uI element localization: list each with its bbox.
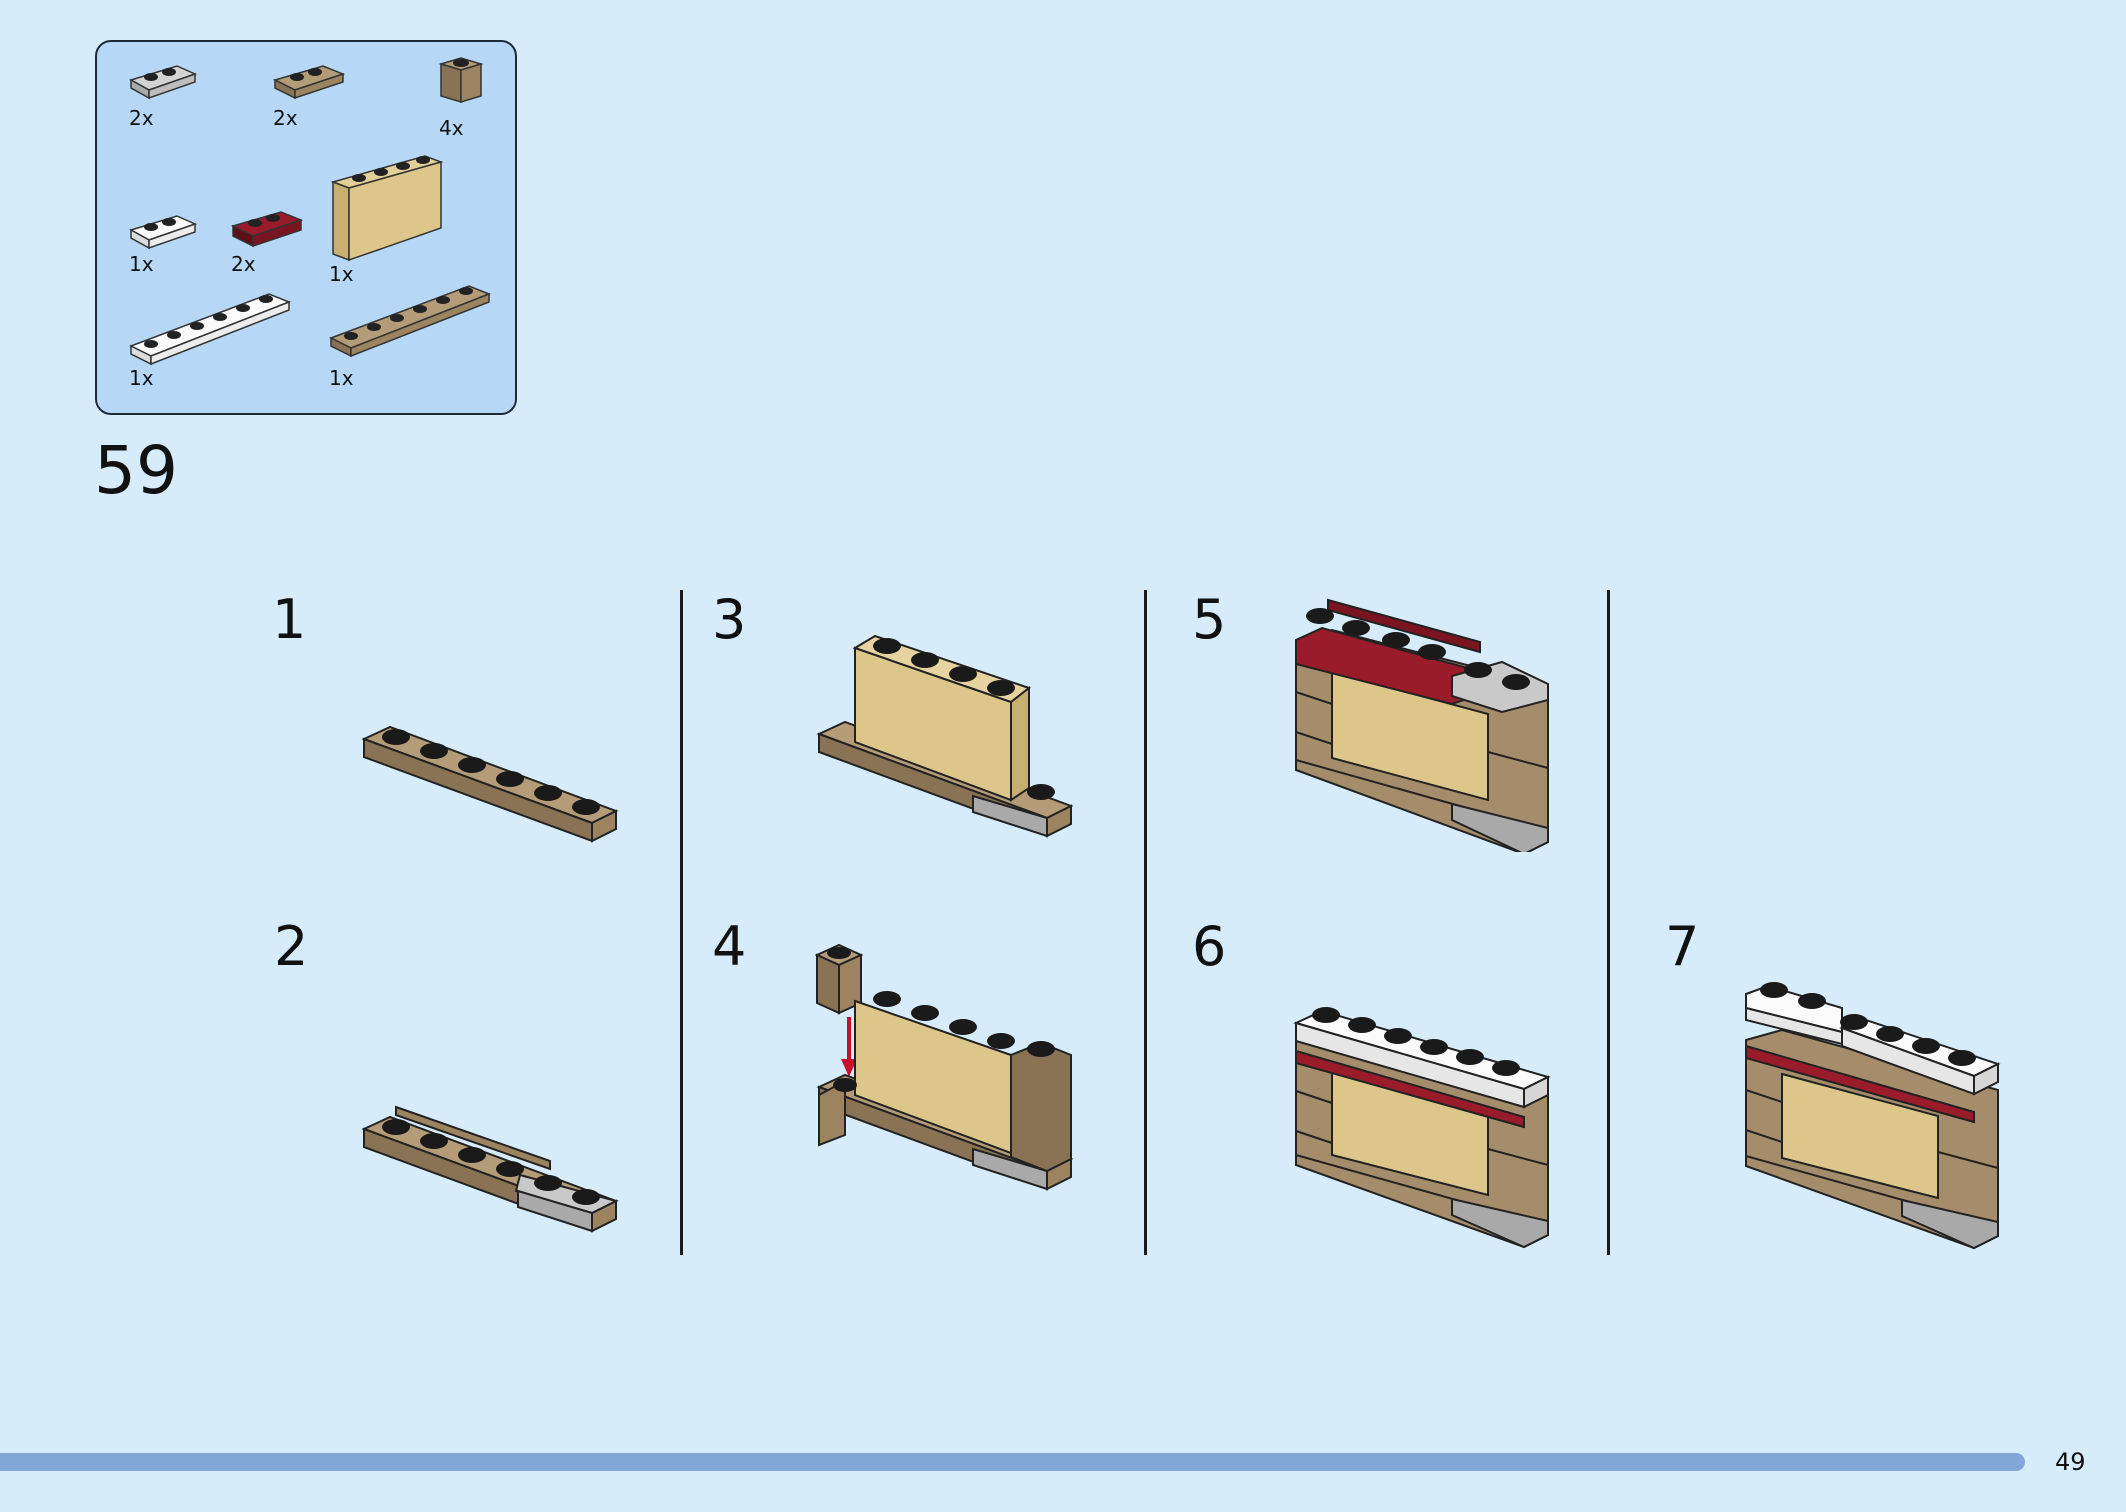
plate-1x2-white-icon: [129, 215, 198, 250]
plate-1x6-tan-icon: [329, 285, 492, 358]
substep-number-7: 7: [1665, 915, 1700, 978]
substep-7-model: [1742, 980, 2002, 1259]
part-plate-1x2-rail-tan: 2x: [273, 64, 349, 130]
substep-number-3: 3: [712, 588, 747, 651]
part-qty: 2x: [273, 106, 298, 130]
page-number: 49: [2055, 1448, 2086, 1476]
part-plate-1x2-grey: 2x: [129, 64, 199, 130]
part-qty: 1x: [329, 366, 354, 390]
part-plate-1x2-white: 1x: [129, 214, 199, 276]
part-panel-1x4x3-beige: 1x: [329, 152, 445, 286]
brick-1x1-tan-icon: [438, 57, 484, 104]
panel-on-plate-icon: [816, 634, 1074, 838]
wall-with-white-top-icon: [1293, 1007, 1551, 1249]
plate-1x2-rail-tan-icon: [273, 65, 346, 100]
part-plate-1x2-rail-darkred: 2x: [231, 210, 307, 276]
part-qty: 1x: [129, 252, 154, 276]
tan-plate-with-rails-icon: [361, 1105, 619, 1233]
part-qty: 1x: [329, 262, 354, 286]
substep-4-model: [814, 935, 1075, 1259]
wall-complete-icon: [1745, 982, 2001, 1250]
page-progress-bar: [0, 1453, 2025, 1471]
part-qty: 4x: [439, 116, 464, 140]
plate-1x2-rail-darkred-icon: [231, 211, 304, 248]
brick-insert-icon: [814, 943, 1074, 1191]
panel-1x4x3-beige-icon: [330, 155, 444, 262]
substep-5-model: [1292, 592, 1552, 856]
part-brick-1x1-tan: 4x: [437, 54, 485, 140]
part-qty: 2x: [129, 106, 154, 130]
step-number: 59: [94, 432, 178, 509]
substep-6-model: [1292, 995, 1552, 1259]
down-arrow-icon: [841, 1059, 857, 1077]
wall-with-red-top-icon: [1295, 598, 1549, 856]
substep-divider: [680, 590, 683, 1255]
plate-1x2-grey-icon: [129, 65, 198, 100]
substep-divider: [1607, 590, 1610, 1255]
tan-plate-1x6-icon: [361, 725, 619, 843]
part-qty: 2x: [231, 252, 256, 276]
substep-number-6: 6: [1192, 915, 1227, 978]
plate-1x6-white-icon: [129, 293, 292, 366]
part-plate-1x6-white: 1x: [129, 290, 293, 390]
substep-2-model: [360, 1105, 620, 1264]
substep-number-5: 5: [1192, 588, 1227, 651]
substep-divider: [1144, 590, 1147, 1255]
substep-3-model: [815, 630, 1075, 849]
parts-list-box: 2x 2x 4x 1x: [95, 40, 517, 415]
substep-number-1: 1: [272, 588, 307, 651]
part-plate-1x6-tan: 1x: [329, 282, 493, 390]
substep-number-4: 4: [712, 915, 747, 978]
part-qty: 1x: [129, 366, 154, 390]
substep-number-2: 2: [274, 915, 309, 978]
substep-1-model: [360, 715, 620, 854]
